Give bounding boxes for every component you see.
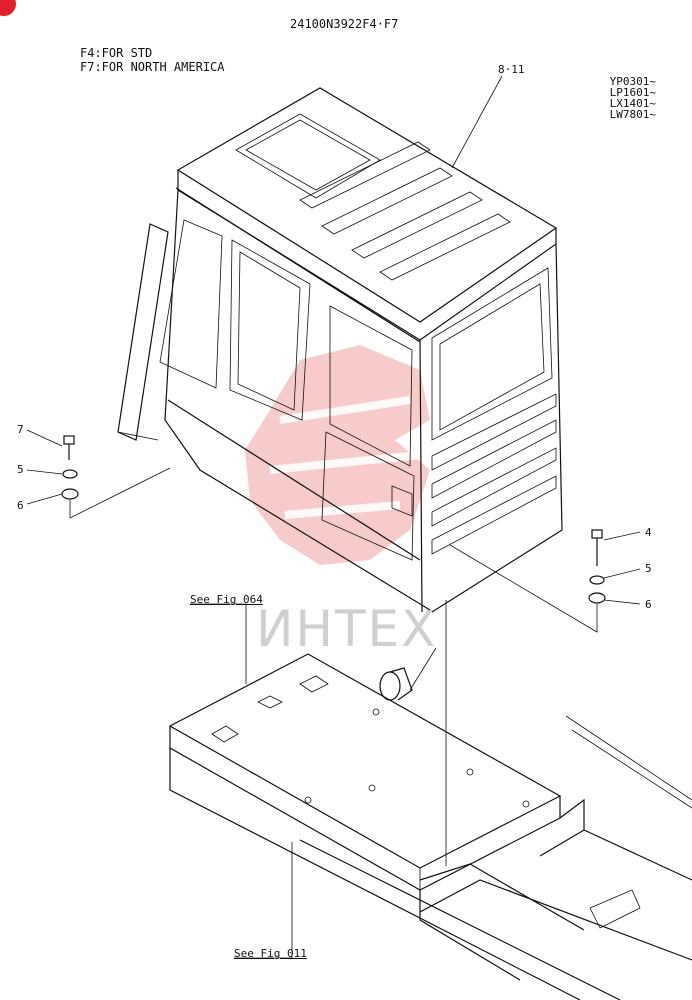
callout-bolt-left: 7 — [17, 423, 24, 436]
callout-plate-left: 6 — [17, 499, 24, 512]
leader-cab — [451, 75, 503, 169]
see-fig-011[interactable]: See Fig 011 — [234, 947, 307, 960]
serial-item: LP1601~ — [609, 86, 656, 99]
plate-washer — [588, 592, 606, 604]
rubber-mount — [379, 647, 437, 701]
callout-washer-right: 5 — [645, 562, 652, 575]
plate-washer — [61, 488, 79, 500]
base-plate — [168, 653, 562, 891]
note-north-america: F7:FOR NORTH AMERICA — [80, 60, 225, 74]
right-fasteners — [449, 529, 641, 633]
washer — [62, 469, 78, 479]
serial-list: YP0301~ LP1601~ LX1401~ LW7801~ — [610, 76, 656, 120]
cab-roof — [176, 87, 558, 323]
brand-corner-mark — [0, 0, 16, 16]
upper-frame — [169, 715, 692, 1000]
watermark-text: ИНТЕХ — [256, 600, 438, 658]
cab-assembly — [117, 87, 563, 613]
washer — [589, 575, 605, 585]
serial-item: LX1401~ — [609, 97, 656, 110]
part-number: 24100N3922F4·F7 — [290, 17, 399, 31]
serial-item: LW7801~ — [609, 108, 656, 121]
bolt-head — [63, 435, 75, 445]
watermark-logo — [245, 345, 430, 565]
callout-bolt-right: 4 — [645, 526, 652, 539]
left-fasteners — [26, 429, 171, 519]
bolt-head — [591, 529, 603, 539]
note-std: F4:FOR STD — [80, 46, 153, 60]
serial-item: YP0301~ — [609, 75, 656, 88]
see-fig-064[interactable]: See Fig 064 — [190, 593, 263, 606]
callout-plate-right: 6 — [645, 598, 652, 611]
callout-cab-assembly: 8·11 — [498, 63, 525, 76]
callout-washer-left: 5 — [17, 463, 24, 476]
